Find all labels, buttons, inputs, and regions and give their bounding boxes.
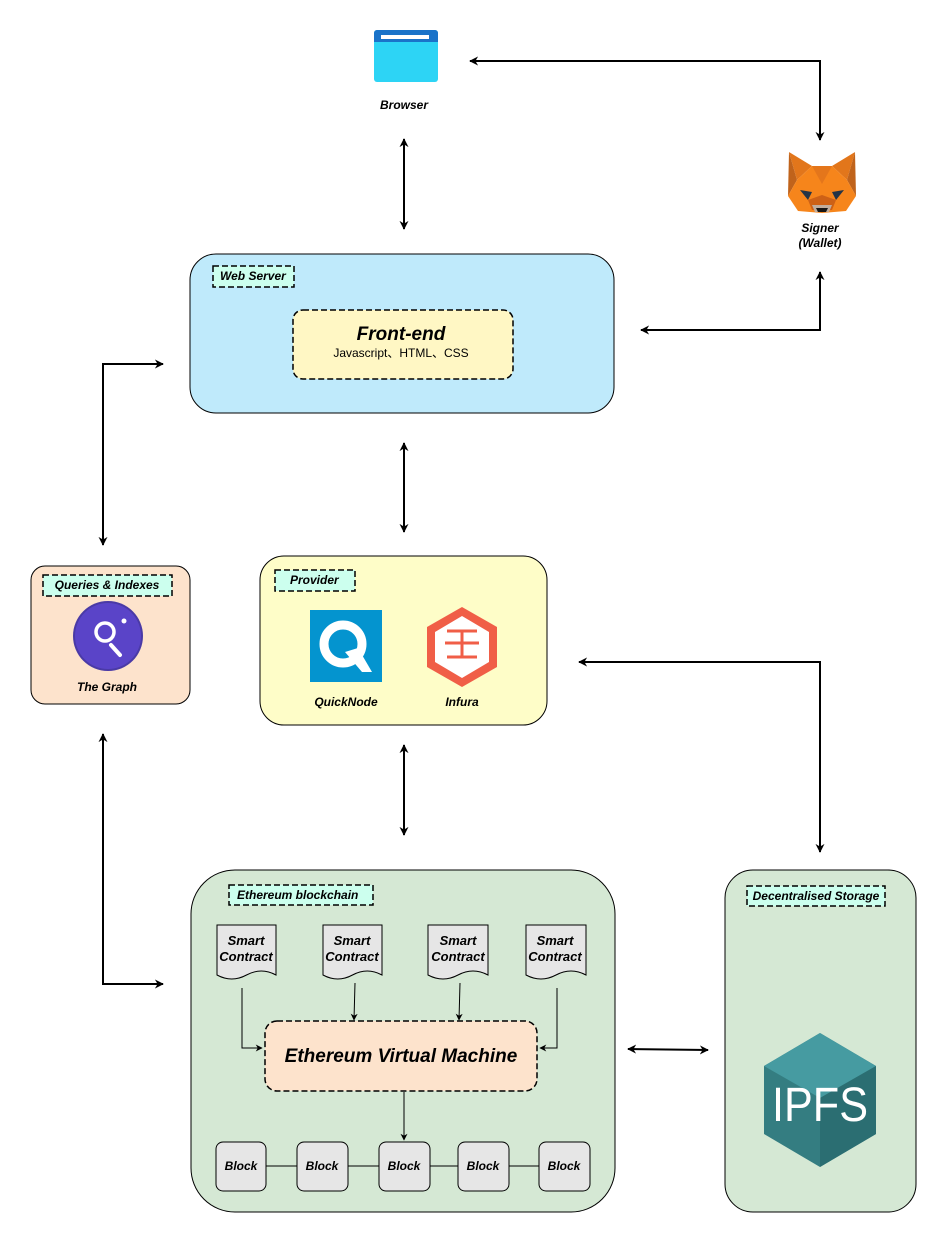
block-label: Block — [548, 1159, 582, 1173]
connectors — [98, 56, 825, 1055]
smart-contract: Smart Contract — [322, 924, 383, 980]
block: Block — [215, 1141, 267, 1192]
smart-contract-line2: Contract — [431, 949, 485, 964]
connector-browser-signer — [469, 56, 825, 141]
block-label: Block — [306, 1159, 340, 1173]
signer-label-line1: Signer — [801, 221, 840, 235]
web-server-container: Web Server Front-end Javascript、HTML、CSS — [189, 253, 615, 414]
smart-contract-line2: Contract — [325, 949, 379, 964]
ethereum-tag-box — [228, 884, 374, 906]
browser-icon — [374, 30, 438, 82]
block-label: Block — [388, 1159, 422, 1173]
contract-evm-arrows — [241, 982, 558, 1141]
queries-container: Queries & Indexes The Graph — [30, 565, 191, 705]
browser-label: Browser — [380, 98, 429, 112]
connector-provider-storage — [578, 657, 825, 853]
quicknode-label: QuickNode — [314, 695, 378, 709]
frontend-title: Front-end — [357, 324, 446, 345]
infura-logo-icon — [427, 607, 497, 687]
ethereum-tag: Ethereum blockchain — [237, 888, 358, 902]
provider-box — [259, 555, 548, 726]
ipfs-logo-text: IPFS — [772, 1079, 868, 1132]
storage-tag: Decentralised Storage — [753, 889, 880, 903]
block: Block — [296, 1141, 349, 1192]
provider-tag-box — [274, 569, 356, 592]
frontend-subtitle: Javascript、HTML、CSS — [333, 346, 468, 360]
smart-contract-line2: Contract — [528, 949, 582, 964]
smart-contract: Smart Contract — [427, 924, 489, 980]
the-graph-logo-icon — [73, 601, 143, 671]
quicknode-logo-icon — [310, 610, 382, 682]
connector-webserver-graph — [98, 359, 164, 546]
smart-contract-line2: Contract — [219, 949, 273, 964]
block-label: Block — [467, 1159, 501, 1173]
smart-contract-line1: Smart — [228, 933, 266, 948]
queries-tag-box — [42, 574, 173, 597]
block: Block — [378, 1141, 431, 1192]
queries-tag: Queries & Indexes — [55, 578, 160, 592]
connector-graph-ethereum — [98, 733, 164, 989]
provider-tag: Provider — [290, 573, 340, 587]
smart-contract-line1: Smart — [334, 933, 372, 948]
storage-container: Decentralised Storage IPFS — [724, 869, 917, 1213]
signer-label-line2: (Wallet) — [798, 236, 841, 250]
provider-container: Provider QuickNode Infura — [259, 555, 548, 726]
ipfs-logo-icon: IPFS — [764, 1033, 876, 1167]
smart-contract-line1: Smart — [537, 933, 575, 948]
block-label: Block — [225, 1159, 259, 1173]
metamask-fox-icon — [788, 152, 856, 213]
connector-ethereum-storage — [627, 1044, 709, 1055]
web-server-tag: Web Server — [220, 269, 287, 283]
connector-signer-webserver — [640, 271, 825, 335]
the-graph-label: The Graph — [77, 680, 137, 694]
block: Block — [538, 1141, 591, 1192]
frontend-box — [292, 309, 514, 380]
web-server-tag-box — [212, 265, 295, 288]
evm-label: Ethereum Virtual Machine — [285, 1046, 518, 1067]
ethereum-container: Ethereum blockchain Smart Contract Smart… — [190, 869, 616, 1213]
block: Block — [457, 1141, 510, 1192]
browser-node: Browser — [374, 30, 438, 112]
signer-node: Signer (Wallet) — [788, 152, 856, 250]
smart-contract-line1: Smart — [440, 933, 478, 948]
smart-contract: Smart Contract — [216, 924, 277, 980]
evm-box — [264, 1020, 538, 1092]
storage-tag-box — [746, 885, 886, 907]
smart-contract: Smart Contract — [525, 924, 587, 980]
infura-label: Infura — [445, 695, 479, 709]
